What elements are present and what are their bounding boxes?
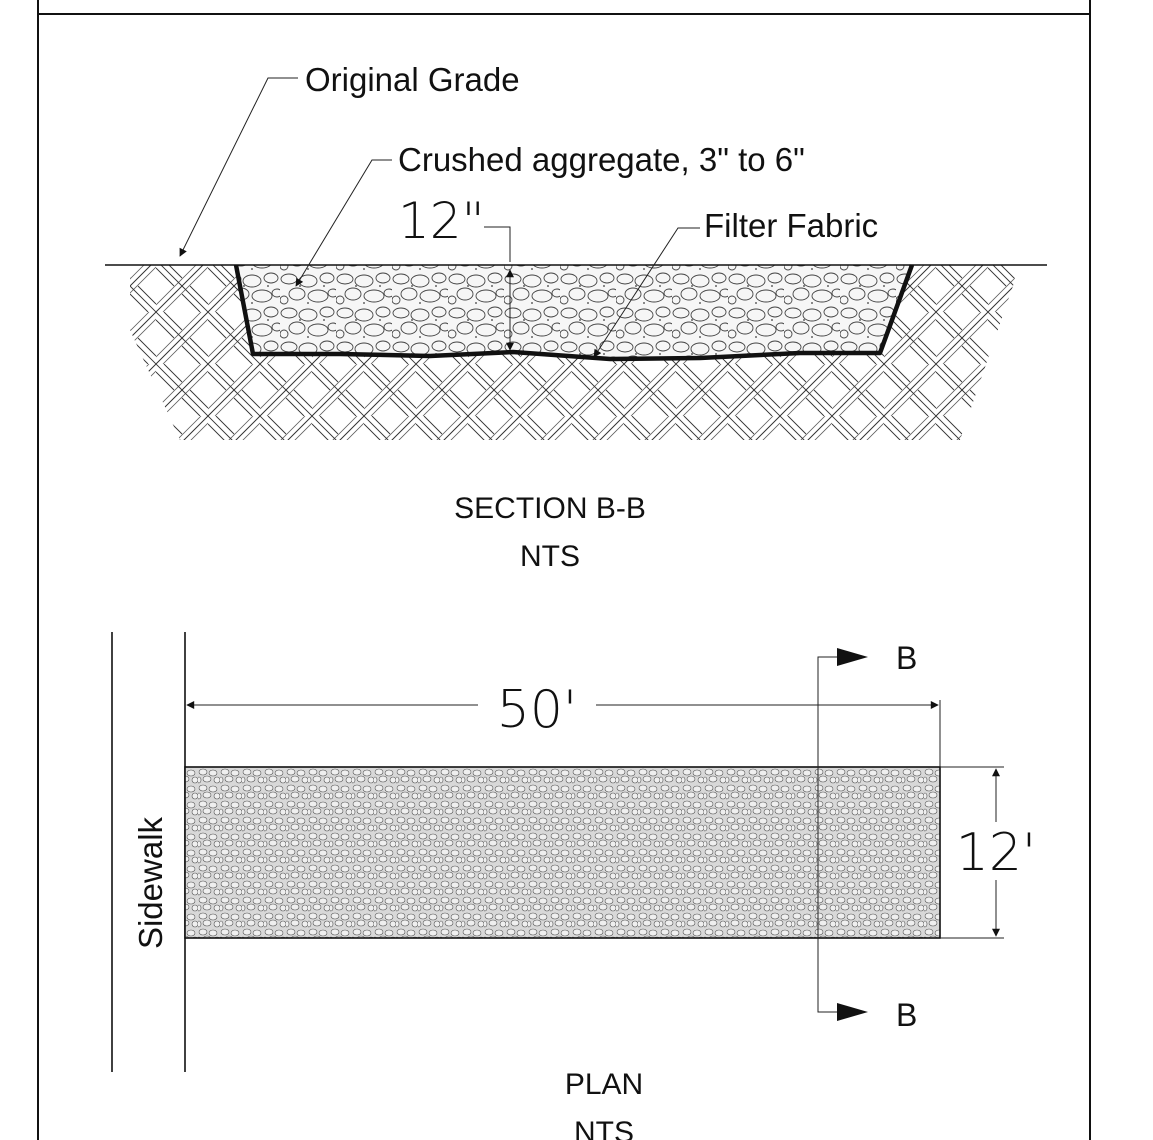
section-view: 12" Original Grade Crushed aggregate, 3"… [105, 61, 1047, 573]
filter-fabric-label: Filter Fabric [704, 207, 878, 244]
sidewalk-label: Sidewalk [132, 816, 169, 949]
aggregate-label: Crushed aggregate, 3" to 6" [398, 141, 805, 178]
aggregate-fill [236, 265, 912, 359]
section-mark-top: B [896, 640, 917, 676]
plan-scale: NTS [574, 1116, 634, 1140]
plan-view: Sidewalk 50' 12' B B PLAN NTS [111, 632, 1038, 1140]
gravel-pad [184, 766, 941, 939]
original-grade-label: Original Grade [305, 61, 520, 98]
depth-label: 12" [398, 192, 485, 250]
section-mark-bottom: B [896, 997, 917, 1033]
section-cut-arrow-top [837, 648, 868, 666]
width-label: 12' [956, 823, 1036, 883]
length-label: 50' [497, 680, 577, 740]
filter-fabric-line [233, 264, 915, 362]
filter-fabric-leader [593, 227, 700, 358]
plan-title: PLAN [565, 1068, 643, 1101]
width-label-mask [960, 822, 1038, 880]
section-cut-arrow-bottom [837, 1003, 868, 1021]
section-scale: NTS [520, 540, 580, 573]
aggregate-leader [295, 159, 392, 287]
section-title: SECTION B-B [454, 492, 646, 525]
depth-leader [484, 226, 511, 262]
original-grade-leader [179, 77, 298, 257]
